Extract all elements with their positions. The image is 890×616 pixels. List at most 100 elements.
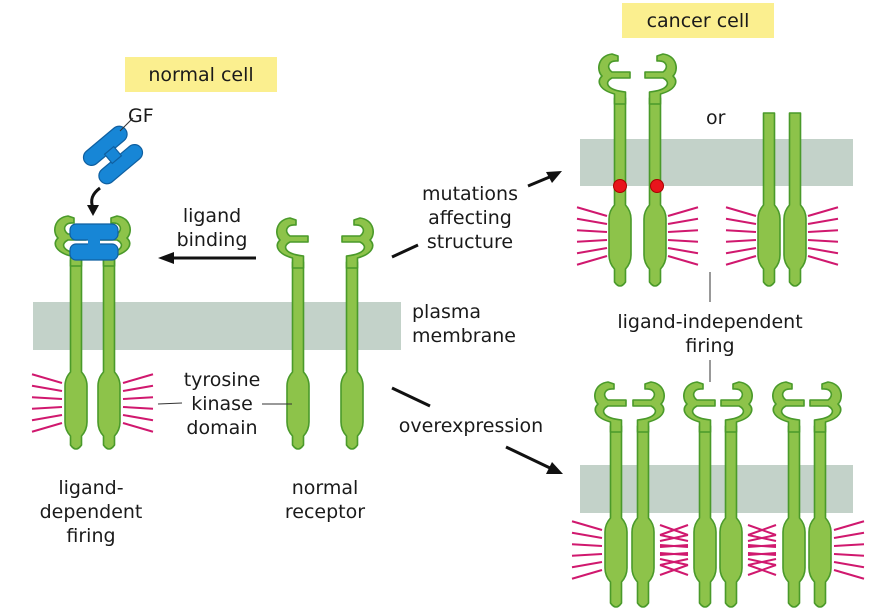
firing-ray — [31, 396, 63, 400]
kinase-line-3: domain — [186, 417, 257, 439]
receptor-stalk — [719, 425, 743, 608]
receptor-normal-left — [276, 217, 310, 450]
firing-ray — [122, 373, 154, 384]
firing-ray — [833, 543, 865, 547]
plasma-membrane-normal — [33, 302, 401, 350]
ligand-independent-line-2: firing — [685, 335, 734, 357]
receptor-normal-right — [340, 217, 374, 450]
normal-receptor-line-1: normal — [292, 477, 359, 499]
firing-ray — [807, 217, 839, 225]
firing-ray — [747, 552, 777, 556]
firing-ray — [725, 206, 757, 217]
firing-ray — [725, 229, 757, 233]
firing-ray — [747, 558, 777, 566]
firing-ray — [747, 534, 777, 542]
firing-ray — [659, 544, 689, 548]
normal-cell-tag-text: normal cell — [148, 64, 253, 86]
mutations-arrowhead-icon — [546, 171, 562, 183]
firing-ray — [576, 247, 608, 255]
receptor-ligand-binding-head — [809, 381, 842, 433]
mutations-line-1: mutations — [422, 183, 518, 205]
cancer-cell-tag-text: cancer cell — [647, 10, 750, 32]
firing-rays-overexpressed-left — [571, 520, 603, 580]
mutations-label: mutations affecting structure — [422, 183, 518, 253]
receptor-overexpressed-2-left — [683, 381, 717, 608]
receptor-ligand-binding-head — [594, 381, 627, 433]
growth-factor-free — [82, 125, 144, 185]
gf-label: GF — [128, 105, 154, 127]
firing-ray — [667, 247, 699, 255]
receptor-overexpressed-3-left — [772, 381, 806, 608]
ligand-dependent-line-3: firing — [66, 525, 115, 547]
receptor-stalk — [631, 425, 655, 608]
firing-rays-mutant-right — [667, 206, 699, 266]
kinase-line-1: tyrosine — [184, 369, 261, 391]
firing-ray — [659, 534, 689, 542]
tyrosine-kinase-label: tyrosine kinase domain — [157, 369, 292, 439]
receptor-ligand-binding-head — [54, 215, 87, 267]
mutations-line-2: affecting — [428, 207, 512, 229]
ligand-independent-label: ligand-independent firing — [617, 272, 803, 382]
firing-ray — [659, 558, 689, 566]
or-label: or — [706, 107, 726, 129]
firing-ray — [833, 569, 865, 580]
firing-ray — [571, 520, 603, 531]
receptor-stalk — [782, 425, 806, 608]
firing-ray — [576, 239, 608, 243]
ligand-binding-arrowhead-icon — [158, 252, 174, 264]
firing-ray — [747, 524, 777, 536]
ligand-binding-line-2: binding — [177, 229, 248, 251]
firing-rays-overexpressed-between-2 — [747, 524, 777, 576]
firing-ray — [833, 561, 865, 569]
receptor-ligand-binding-head — [598, 53, 631, 105]
normal-cell-tag: normal cell — [125, 57, 277, 92]
firing-ray — [667, 239, 699, 243]
firing-rays-overexpressed-between-1 — [659, 524, 689, 576]
receptor-truncated-right — [783, 112, 807, 287]
firing-ray — [747, 564, 777, 576]
firing-ray — [725, 247, 757, 255]
firing-ray — [571, 561, 603, 569]
overexpression-arrowhead-icon — [546, 462, 563, 474]
ligand-binding-label: ligand binding — [177, 205, 248, 251]
receptor-overexpressed-2-right — [719, 381, 753, 608]
receptor-ligand-binding-head — [98, 215, 131, 267]
receptor-stalk — [783, 112, 807, 287]
firing-ray — [659, 524, 689, 536]
firing-rays-mutant-left — [576, 206, 608, 266]
firing-ray — [833, 531, 865, 539]
firing-ray — [122, 396, 154, 400]
plasma-membrane-label: plasma membrane — [412, 301, 516, 347]
firing-ray — [667, 255, 699, 266]
receptor-ligand-binding-head — [632, 381, 665, 433]
mutation-dot-left — [613, 179, 627, 193]
firing-ray — [576, 229, 608, 233]
overexpression-arrow-tail — [391, 386, 431, 408]
overexpression-arrow — [505, 445, 551, 470]
firing-ray — [122, 406, 154, 410]
ligand-dependent-line-2: dependent — [40, 501, 143, 523]
receptor-ligand-binding-head — [276, 217, 309, 269]
mutations-arrow — [527, 174, 553, 188]
firing-rays-overexpressed-right — [833, 520, 865, 580]
firing-ray — [725, 217, 757, 225]
membrane-line-2: membrane — [412, 325, 516, 347]
receptor-overexpressed-1-right — [631, 381, 665, 608]
receptor-overexpressed-1-left — [594, 381, 628, 608]
membrane-line-1: plasma — [412, 301, 481, 323]
plasma-membrane-cancer-overexpression — [580, 465, 853, 513]
receptor-truncated-left — [757, 112, 781, 287]
firing-ray — [807, 206, 839, 217]
receptor-stalk — [286, 261, 310, 450]
firing-ray — [571, 543, 603, 547]
firing-rays-truncated-right — [807, 206, 839, 266]
firing-ray — [31, 414, 63, 422]
firing-ray — [725, 239, 757, 243]
growth-factor-bound — [69, 223, 119, 261]
receptor-ligand-binding-head — [644, 53, 677, 105]
cancer-cell-tag: cancer cell — [622, 3, 774, 38]
firing-ray — [31, 384, 63, 392]
binding-arrowhead-icon — [87, 205, 99, 216]
firing-ray — [807, 247, 839, 255]
firing-rays-truncated-left — [725, 206, 757, 266]
